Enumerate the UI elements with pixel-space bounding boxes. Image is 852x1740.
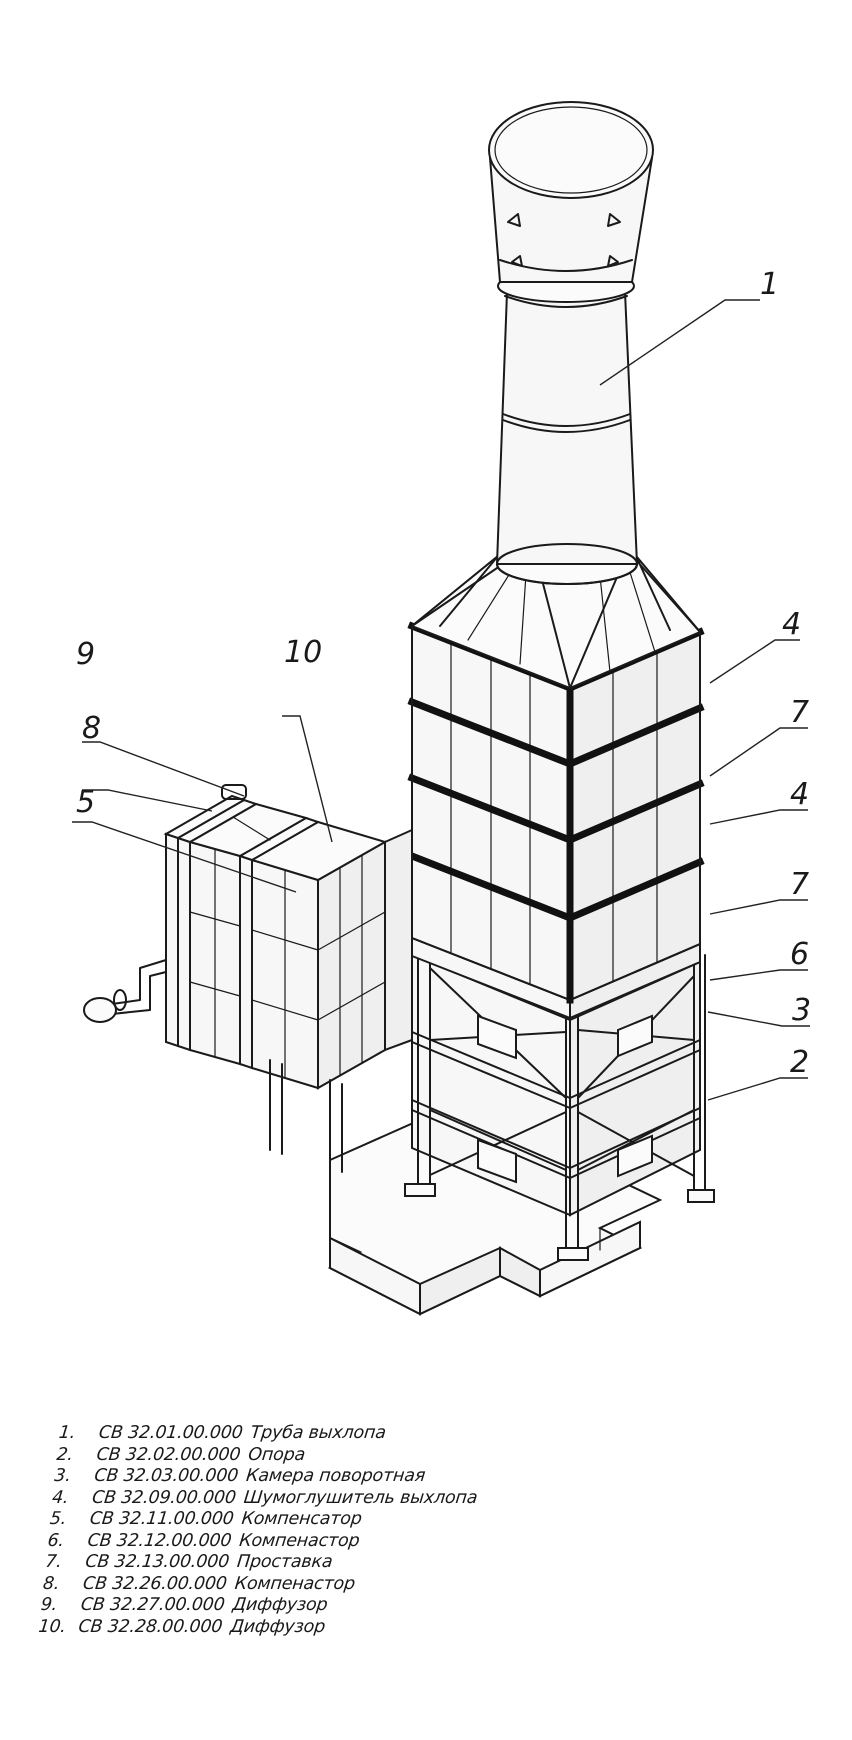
legend-name: Труба выхлопа <box>249 1423 387 1443</box>
legend-number: 7. <box>44 1552 63 1572</box>
callout-2: 2 <box>790 1045 809 1080</box>
silencer-stack <box>407 621 705 1020</box>
legend-number: 1. <box>57 1423 77 1443</box>
legend-name: Диффузор <box>231 1595 329 1615</box>
support-frame <box>404 949 715 1261</box>
legend-code: СВ 32.12.00.000 <box>86 1530 233 1551</box>
callout-9: 9 <box>76 637 95 672</box>
legend-code: СВ 32.28.00.000 <box>77 1616 224 1637</box>
legend-code: СВ 32.26.00.000 <box>82 1573 228 1594</box>
legend-name: Компенсатор <box>240 1509 363 1529</box>
legend-code: СВ 32.03.00.000 <box>93 1466 240 1486</box>
legend-number: 2. <box>55 1444 75 1465</box>
legend-name: Опора <box>247 1444 307 1465</box>
legend-code: СВ 32.01.00.000 <box>97 1423 244 1443</box>
legend-name: Шумоглушитель выхлопа <box>242 1487 479 1508</box>
callout-10: 10 <box>284 635 322 670</box>
legend-name: Камера поворотная <box>245 1466 427 1486</box>
callout-1: 1 <box>760 267 779 302</box>
legend-name: Диффузор <box>229 1616 327 1637</box>
legend-code: СВ 32.11.00.000 <box>88 1509 235 1529</box>
legend-code: СВ 32.02.00.000 <box>95 1444 242 1465</box>
callout-8: 8 <box>82 711 101 746</box>
legend-number: 3. <box>53 1466 72 1486</box>
legend-number: 10. <box>37 1616 67 1637</box>
callout-7-lower: 7 <box>790 867 809 902</box>
exhaust-pipe <box>488 101 654 585</box>
callout-6: 6 <box>790 937 809 972</box>
legend-name: Компенастор <box>238 1530 361 1551</box>
legend-name: Компенастор <box>233 1573 357 1594</box>
legend-number: 5. <box>48 1509 68 1529</box>
callout-numbers: 1 4 7 4 7 6 3 2 10 9 8 5 <box>76 267 811 1080</box>
legend-number: 6. <box>46 1530 65 1551</box>
legend-name: Проставка <box>236 1552 334 1572</box>
callout-4-upper: 4 <box>782 607 801 642</box>
callout-5: 5 <box>76 785 95 820</box>
callout-3: 3 <box>792 993 811 1028</box>
legend-number: 4. <box>51 1487 70 1508</box>
legend-number: 9. <box>39 1595 59 1615</box>
legend-number: 8. <box>42 1573 61 1594</box>
legend-code: СВ 32.13.00.000 <box>84 1552 231 1572</box>
callout-7-upper: 7 <box>790 695 809 730</box>
inlet-duct <box>83 784 413 1173</box>
legend-code: СВ 32.09.00.000 <box>91 1487 237 1508</box>
callout-leaders <box>72 299 810 1101</box>
callout-4-lower: 4 <box>790 777 809 812</box>
legend-code: СВ 32.27.00.000 <box>79 1595 226 1615</box>
